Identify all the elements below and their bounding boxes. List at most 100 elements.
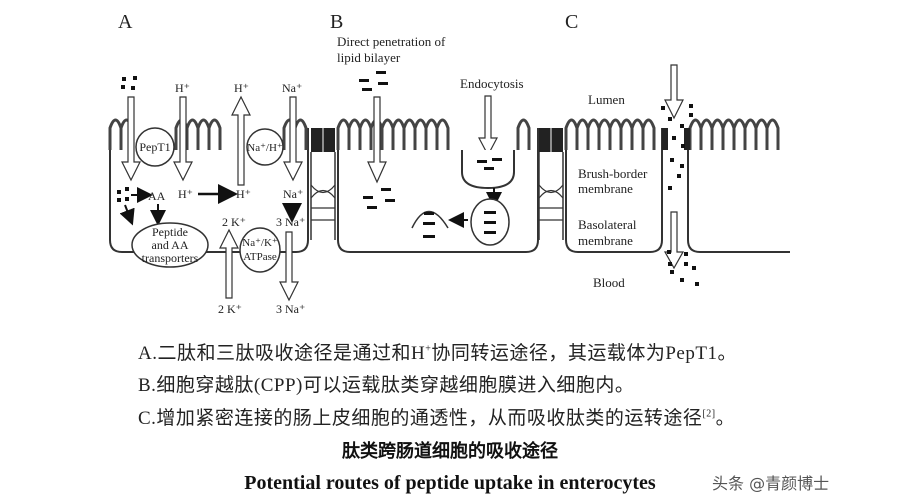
endocytosis-label: Endocytosis bbox=[460, 76, 524, 91]
caption-a-text: 协同转运途径，其运载体为PepT1。 bbox=[431, 343, 737, 364]
cell-b-body bbox=[337, 128, 539, 253]
na-k-atpase bbox=[239, 227, 281, 273]
k-up-arrow bbox=[219, 228, 239, 299]
peptide-dot bbox=[668, 117, 672, 121]
peptide-bars-icon bbox=[363, 188, 395, 209]
peptide-dot bbox=[680, 278, 684, 282]
junction-c-right bbox=[684, 128, 690, 150]
watermark: 头条 @青颜博士 bbox=[712, 474, 830, 493]
paracellular-out-arrow bbox=[663, 211, 685, 270]
cell-bodies bbox=[109, 128, 790, 253]
peptide-down-arrow bbox=[121, 96, 141, 182]
direct-penetration-arrow bbox=[367, 96, 387, 184]
microvillus bbox=[336, 118, 450, 150]
caption-b: B.细胞穿越肽(CPP)可以运载肽类穿越细胞膜进入细胞内。 bbox=[138, 370, 634, 397]
peptide-dot bbox=[681, 144, 685, 148]
caption-c-ref: [2] bbox=[702, 408, 716, 420]
enterocyte-diagram: A B C bbox=[108, 11, 790, 316]
h-ion-label: H⁺ bbox=[236, 187, 251, 201]
paracellular-in-arrow bbox=[664, 64, 684, 120]
peptide-dot bbox=[689, 104, 693, 108]
peptide-dot bbox=[661, 106, 665, 110]
basolateral-label: membrane bbox=[578, 233, 633, 248]
lysosome-vesicle bbox=[411, 210, 449, 229]
peptide-dot bbox=[670, 270, 674, 274]
peptide-dot bbox=[684, 252, 688, 256]
caption-b-text: B.细胞穿越肽(CPP)可以运载肽类穿越细胞膜进入细胞内。 bbox=[138, 375, 635, 396]
microvillus bbox=[516, 118, 531, 150]
na-ion-label: 3 Na⁺ bbox=[276, 302, 305, 316]
caption-c-text: 。 bbox=[715, 408, 736, 429]
h-ion-label: H⁺ bbox=[178, 187, 193, 201]
atpase-label: Na⁺/K⁺ bbox=[242, 237, 278, 249]
paracellular-peptide-dots-icon bbox=[661, 104, 699, 286]
microvilli bbox=[108, 118, 780, 150]
caption-a-sup: + bbox=[425, 343, 432, 355]
peptide-dot bbox=[672, 136, 676, 140]
peptide-dot bbox=[677, 174, 681, 178]
brush-border-label: membrane bbox=[578, 181, 633, 196]
brush-border-label: Brush-border bbox=[578, 166, 648, 181]
panel-c: Lumen Brush-border membrane Basolateral … bbox=[578, 64, 699, 290]
cell-c1-body bbox=[565, 128, 663, 253]
pept1-transporter bbox=[135, 127, 175, 167]
peptide-dot bbox=[684, 262, 688, 266]
na-ion-label: Na⁺ bbox=[282, 81, 302, 95]
aa-label: AA bbox=[148, 189, 166, 203]
title-english: Potential routes of peptide uptake in en… bbox=[244, 472, 656, 494]
na-ion-label: 3 Na⁺ bbox=[276, 215, 305, 229]
tight-junctions bbox=[310, 128, 690, 240]
junction-c-left bbox=[662, 128, 668, 150]
transporter-label: and AA bbox=[152, 238, 189, 252]
transporter-label: Peptide bbox=[152, 225, 188, 239]
pept1-label: PepT1 bbox=[139, 140, 170, 154]
peptide-dot bbox=[670, 158, 674, 162]
title-chinese: 肽类跨肠道细胞的吸收途径 bbox=[342, 441, 558, 462]
junction-ab bbox=[310, 128, 336, 240]
peptide-dot bbox=[692, 266, 696, 270]
direct-penetration-label: Direct penetration of bbox=[337, 34, 446, 49]
microvillus bbox=[688, 118, 780, 150]
h-ion-label: H⁺ bbox=[175, 81, 190, 95]
h-ion-label: H⁺ bbox=[234, 81, 249, 95]
k-ion-label: 2 K⁺ bbox=[222, 215, 246, 229]
panel-a: H⁺ H⁺ Na⁺ PepT1 Na⁺/H⁺ AA H⁺ H⁺ Na⁺ 2 K⁺… bbox=[117, 76, 305, 316]
na-out-arrow bbox=[279, 231, 299, 302]
peptide-dot bbox=[680, 124, 684, 128]
exchanger-label: Na⁺/H⁺ bbox=[247, 142, 283, 154]
peptide-dot bbox=[668, 262, 672, 266]
peptide-dot bbox=[689, 113, 693, 117]
caption-c: C.增加紧密连接的肠上皮细胞的通透性，从而吸收肽类的运转途径[2]。 bbox=[138, 403, 735, 430]
panel-letter-b: B bbox=[330, 11, 343, 33]
basolateral-label: Basolateral bbox=[578, 217, 637, 232]
na-h-exchanger bbox=[246, 128, 284, 166]
peptide-dot bbox=[667, 250, 671, 254]
atpase-label: ATPase bbox=[243, 251, 277, 263]
na-down-arrow bbox=[283, 96, 303, 182]
lumen-label: Lumen bbox=[588, 92, 625, 107]
cell-c2-body bbox=[687, 128, 790, 253]
caption-a-text: A.二肽和三肽吸收途径是通过和H bbox=[138, 343, 426, 364]
panel-letter-c: C bbox=[565, 11, 578, 33]
panel-letter-a: A bbox=[118, 11, 133, 33]
h-down-arrow bbox=[173, 96, 193, 182]
blood-label: Blood bbox=[593, 275, 625, 290]
transporter-label: transporters bbox=[142, 251, 199, 265]
peptide-dots-icon bbox=[121, 76, 137, 90]
junction-bc bbox=[538, 128, 564, 240]
peptide-dot bbox=[695, 282, 699, 286]
endocytosis-arrow bbox=[478, 95, 498, 157]
direct-penetration-label: lipid bilayer bbox=[337, 50, 401, 65]
caption-a: A.二肽和三肽吸收途径是通过和H+协同转运途径，其运载体为PepT1。 bbox=[138, 338, 737, 365]
caption-c-text: C.增加紧密连接的肠上皮细胞的通透性，从而吸收肽类的运转途径 bbox=[138, 408, 703, 429]
peptide-dot bbox=[668, 186, 672, 190]
na-ion-label: Na⁺ bbox=[283, 187, 303, 201]
cell-a-body bbox=[109, 128, 309, 253]
k-ion-label: 2 K⁺ bbox=[218, 302, 242, 316]
microvillus bbox=[564, 118, 656, 150]
intracellular-dots-icon bbox=[117, 187, 129, 202]
h-up-arrow bbox=[231, 95, 251, 186]
panel-b: Direct penetration of lipid bilayer Endo… bbox=[337, 34, 524, 246]
peptide-dot bbox=[680, 164, 684, 168]
peptide-bars-icon bbox=[359, 71, 388, 91]
